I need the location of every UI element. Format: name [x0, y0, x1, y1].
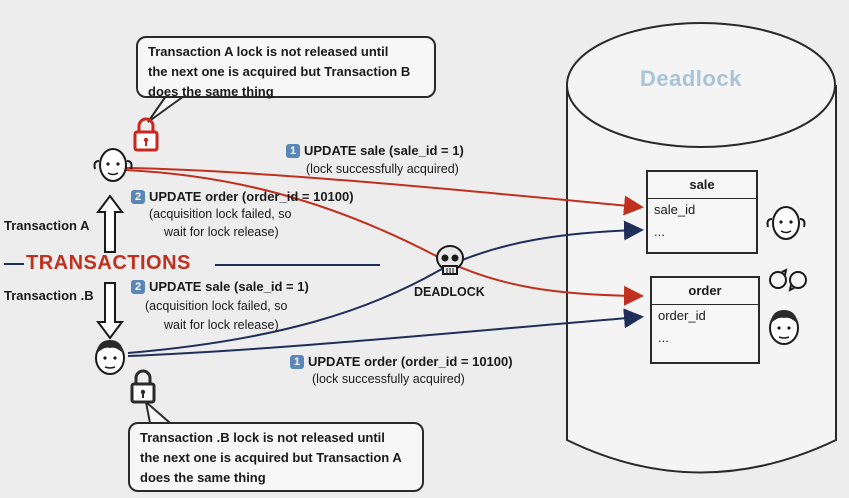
step-a1-note: (lock successfully acquired) [306, 162, 459, 176]
person-b-icon [769, 310, 799, 345]
cycle-icon [769, 268, 807, 292]
bubble-b-text1: lock is not released until [229, 430, 385, 445]
sale-table: sale sale_id ... [646, 170, 758, 254]
person-a-icon [766, 206, 806, 240]
bubble-a-strong2: Transaction B [324, 64, 411, 79]
step-a2-text: 2 UPDATE order (order_id = 10100) [131, 189, 354, 204]
arrow-up-icon [96, 194, 124, 253]
arrow-a-to-sale [124, 167, 644, 216]
step-b2-note2: wait for lock release) [164, 318, 279, 332]
step-a2-note1: (acquisition lock failed, so [149, 207, 292, 221]
bubble-b-tail [144, 399, 171, 424]
order-table: order order_id ... [650, 276, 760, 364]
padlock-icon [133, 117, 159, 152]
bubble-a-tail [147, 95, 185, 123]
table-row: ... [658, 330, 669, 345]
step-badge: 2 [131, 280, 145, 294]
order-table-header: order [652, 278, 758, 305]
step-a2-note2: wait for lock release) [164, 225, 279, 239]
bubble-a-text3: does the same thing [148, 84, 274, 99]
arrow-b-to-sale [127, 220, 644, 354]
step-b1-text: 1 UPDATE order (order_id = 10100) [290, 354, 513, 369]
arrow-b-to-order [127, 308, 644, 357]
bubble-b-text3: does the same thing [140, 470, 266, 485]
step-badge: 2 [131, 190, 145, 204]
table-row: ... [654, 224, 665, 239]
step-b2-note1: (acquisition lock failed, so [145, 299, 288, 313]
bubble-b-text2: the next one is acquired but [140, 450, 317, 465]
transactions-heading: TRANSACTIONS [26, 252, 191, 274]
step-badge: 1 [290, 355, 304, 369]
table-row: order_id [658, 308, 706, 323]
padlock-icon [130, 369, 156, 404]
table-row: sale_id [654, 202, 696, 217]
step-a2-query: UPDATE order (order_id = 10100) [149, 189, 354, 204]
bubble-a-text1: lock is not released until [233, 44, 389, 59]
transaction-b-label: Transaction .B [4, 288, 94, 303]
bubble-transaction-a: Transaction A lock is not released until… [136, 36, 436, 99]
step-a1-query: UPDATE sale (sale_id = 1) [304, 143, 464, 158]
bubble-a-text2: the next one is acquired but [148, 64, 325, 79]
bubble-b-strong2: Transaction A [316, 450, 402, 465]
transaction-a-label: Transaction A [4, 218, 90, 233]
bubble-transaction-b: Transaction .B lock is not released unti… [128, 422, 424, 492]
step-b2-text: 2 UPDATE sale (sale_id = 1) [131, 279, 309, 294]
step-a1-text: 1 UPDATE sale (sale_id = 1) [286, 143, 464, 158]
step-badge: 1 [286, 144, 300, 158]
step-b2-query: UPDATE sale (sale_id = 1) [149, 279, 309, 294]
sale-table-header: sale [648, 172, 756, 199]
diagram-title: Deadlock [640, 66, 742, 91]
step-b1-query: UPDATE order (order_id = 10100) [308, 354, 513, 369]
person-a-icon [93, 148, 133, 182]
deadlock-label: DEADLOCK [414, 285, 485, 299]
person-b-icon [95, 340, 125, 375]
bubble-a-strong1: Transaction A [148, 44, 234, 59]
skull-icon [436, 245, 464, 275]
bubble-b-strong1: Transaction .B [140, 430, 230, 445]
step-b1-note: (lock successfully acquired) [312, 372, 465, 386]
arrow-down-icon [96, 282, 124, 340]
arrow-a-to-order [124, 169, 644, 306]
